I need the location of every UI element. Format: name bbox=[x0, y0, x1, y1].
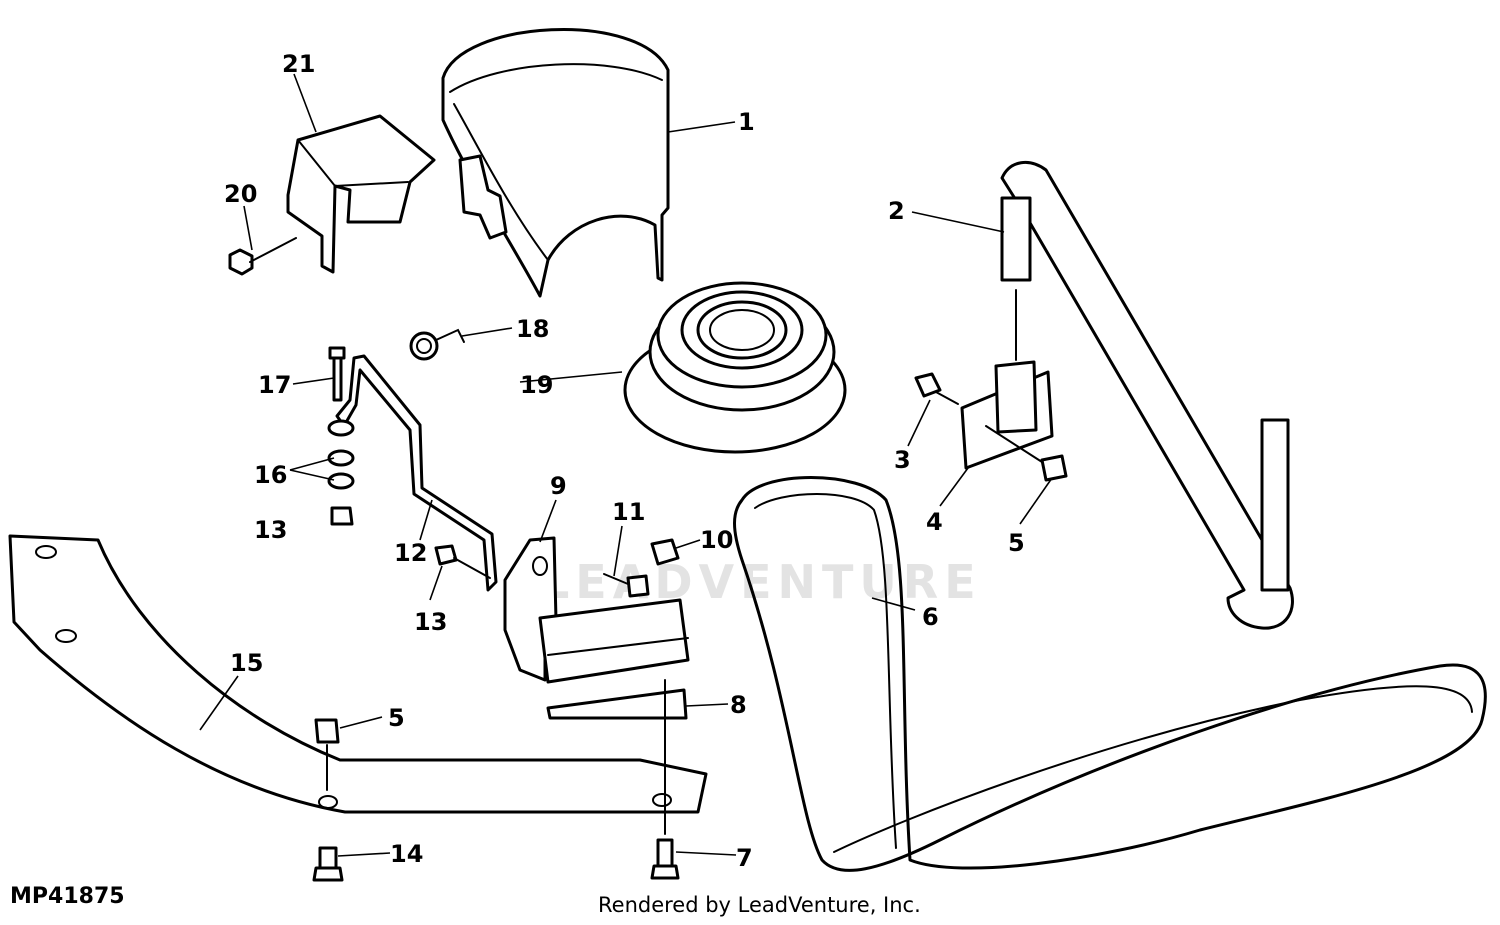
callout-17: 17 bbox=[258, 371, 291, 399]
part-6-belt bbox=[733, 476, 1487, 872]
callout-13-left: 13 bbox=[254, 516, 287, 544]
callout-3: 3 bbox=[894, 446, 911, 474]
render-credit: Rendered by LeadVenture, Inc. bbox=[598, 893, 921, 917]
callout-19: 19 bbox=[520, 371, 553, 399]
part-1-belt-cover bbox=[441, 28, 670, 298]
part-13-nut-center bbox=[434, 544, 491, 579]
part-20-screw bbox=[228, 237, 297, 276]
part-19-pulley bbox=[623, 281, 847, 454]
part-3-bolt bbox=[914, 372, 959, 405]
part-8-plate bbox=[546, 688, 688, 720]
part-16-washers bbox=[327, 419, 355, 490]
leader-lines bbox=[199, 73, 1053, 857]
part-7-bolt bbox=[650, 679, 680, 880]
part-11-bolt bbox=[603, 573, 650, 598]
callout-13-center: 13 bbox=[414, 608, 447, 636]
callout-2: 2 bbox=[888, 197, 905, 225]
part-18-spring bbox=[409, 328, 465, 361]
part-5-nut-lower bbox=[314, 718, 340, 791]
part-4-mount bbox=[960, 289, 1054, 470]
callout-1: 1 bbox=[738, 108, 755, 136]
callout-labels: 1 2 3 4 5 5 6 7 8 9 10 11 12 13 13 14 15… bbox=[224, 50, 1025, 872]
callout-4: 4 bbox=[926, 508, 943, 536]
part-12-idler-arm bbox=[335, 354, 498, 592]
callout-5-lower: 5 bbox=[388, 704, 405, 732]
part-10-nut bbox=[650, 538, 680, 566]
callout-16: 16 bbox=[254, 461, 287, 489]
part-2-rod bbox=[1000, 161, 1294, 630]
part-5-nut-upper bbox=[985, 425, 1068, 482]
callout-15: 15 bbox=[230, 649, 263, 677]
part-15-guard bbox=[8, 534, 708, 814]
callout-8: 8 bbox=[730, 691, 747, 719]
figure-id: MP41875 bbox=[10, 884, 125, 909]
callout-14: 14 bbox=[390, 840, 423, 868]
part-14-bolt bbox=[312, 846, 344, 882]
callout-12: 12 bbox=[394, 539, 427, 567]
part-21-shield bbox=[286, 114, 436, 274]
callout-11: 11 bbox=[612, 498, 645, 526]
part-9-bracket bbox=[503, 536, 690, 684]
callout-5-upper: 5 bbox=[1008, 529, 1025, 557]
callout-10: 10 bbox=[700, 526, 733, 554]
callout-18: 18 bbox=[516, 315, 549, 343]
callout-7: 7 bbox=[736, 844, 753, 872]
watermark: LEADVENTURE bbox=[540, 555, 982, 609]
part-17-bolt bbox=[328, 346, 346, 402]
callout-6: 6 bbox=[922, 603, 939, 631]
part-13-nut-left bbox=[330, 506, 354, 526]
callout-9: 9 bbox=[550, 472, 567, 500]
callout-20: 20 bbox=[224, 180, 257, 208]
callout-21: 21 bbox=[282, 50, 315, 78]
